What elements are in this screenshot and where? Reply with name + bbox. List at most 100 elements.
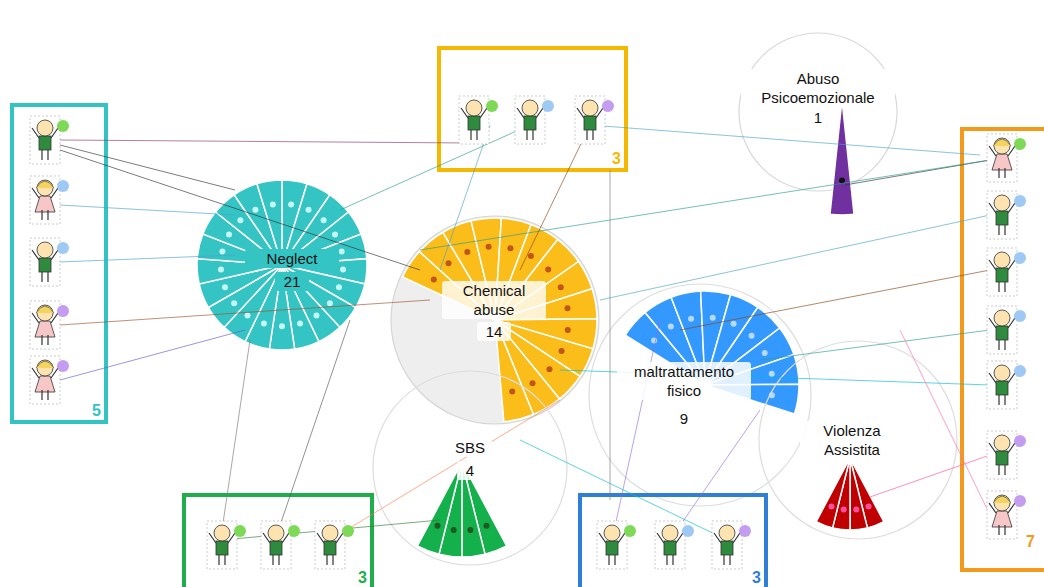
arm: [536, 108, 543, 118]
case-dot: [486, 244, 492, 250]
arm: [209, 533, 216, 543]
group-box: 3: [437, 46, 628, 172]
category-label: Violenza Assistita: [800, 421, 904, 459]
leg: [592, 130, 593, 140]
icon-frame: [315, 521, 345, 569]
icon-frame: [987, 361, 1017, 409]
leg: [47, 272, 48, 282]
leader-line: [340, 125, 530, 210]
leader-line: [670, 410, 760, 540]
case-dot: [507, 245, 513, 251]
head: [994, 138, 1010, 154]
arm: [657, 533, 664, 543]
arm: [676, 533, 683, 543]
head: [604, 525, 620, 541]
boy-icon: [987, 361, 1026, 409]
case-dot: [509, 388, 515, 394]
leader-line: [590, 125, 980, 155]
group-box: 3: [578, 493, 768, 587]
leader-line: [60, 330, 245, 380]
head: [37, 120, 53, 136]
case-dot: [828, 503, 834, 509]
arm: [733, 533, 740, 543]
marker-dot: [1014, 138, 1026, 150]
marker-dot: [486, 100, 498, 112]
category-circle: SBS4: [372, 370, 568, 566]
icon-frame: [515, 96, 545, 144]
group-count: 3: [611, 151, 622, 167]
leg: [218, 555, 219, 565]
arm: [596, 108, 603, 118]
arm: [599, 533, 606, 543]
leg: [41, 210, 42, 220]
head: [268, 525, 284, 541]
leg: [526, 130, 527, 140]
leader-line: [845, 160, 990, 185]
arm: [989, 203, 996, 213]
leg: [278, 555, 279, 565]
arm: [480, 108, 487, 118]
shirt: [39, 136, 51, 150]
boy-icon: [655, 521, 694, 569]
marker-dot: [57, 305, 69, 317]
category-count: SBS: [448, 438, 492, 457]
category-count: 9: [670, 409, 698, 428]
shirt: [468, 116, 480, 130]
case-dot: [336, 284, 342, 290]
case-dot: [545, 266, 551, 272]
arm: [1008, 443, 1015, 453]
case-dot: [327, 300, 333, 306]
case-dot: [651, 337, 657, 343]
girl-icon: [30, 176, 69, 224]
boy-icon: [315, 521, 354, 569]
wedge-sector: [417, 462, 462, 554]
category-label: Neglect: [245, 249, 339, 268]
case-dot: [564, 305, 570, 311]
case-dot: [245, 313, 251, 319]
category-count: 21: [275, 272, 309, 291]
circle-outline: [589, 284, 811, 506]
arm: [1008, 373, 1015, 383]
arm: [989, 318, 996, 328]
leg: [1004, 282, 1005, 292]
marker-dot: [57, 360, 69, 372]
category-circle: Violenza Assistita: [758, 340, 958, 540]
head: [322, 525, 338, 541]
leg: [41, 390, 42, 400]
case-dot: [288, 201, 294, 207]
case-dot: [688, 316, 694, 322]
arm: [989, 373, 996, 383]
icon-frame: [987, 134, 1017, 182]
wedge-sector: [816, 458, 850, 528]
category-label: Abuso Psicoemozionale: [741, 69, 895, 107]
case-dot: [321, 217, 327, 223]
leg: [1004, 525, 1005, 535]
leg: [729, 555, 730, 565]
marker-dot: [682, 525, 694, 537]
arm: [32, 313, 39, 323]
case-dot: [467, 527, 473, 533]
shirt: [721, 541, 733, 555]
case-dot: [222, 284, 228, 290]
boy-icon: [207, 521, 246, 569]
head: [522, 100, 538, 116]
leg: [41, 335, 42, 345]
leg: [998, 465, 999, 475]
arm: [989, 146, 996, 156]
leg: [672, 555, 673, 565]
icon-frame: [575, 96, 605, 144]
arm: [714, 533, 721, 543]
hair: [36, 361, 54, 368]
dress: [35, 321, 55, 337]
boy-icon: [575, 96, 614, 144]
head: [662, 525, 678, 541]
leg: [998, 282, 999, 292]
case-dot: [218, 267, 224, 273]
head: [994, 310, 1010, 326]
arm: [51, 313, 58, 323]
leader-line: [222, 520, 440, 540]
category-count: 1: [801, 108, 835, 127]
category-count: 14: [477, 322, 511, 341]
marker-dot: [1014, 195, 1026, 207]
icon-frame: [597, 521, 627, 569]
